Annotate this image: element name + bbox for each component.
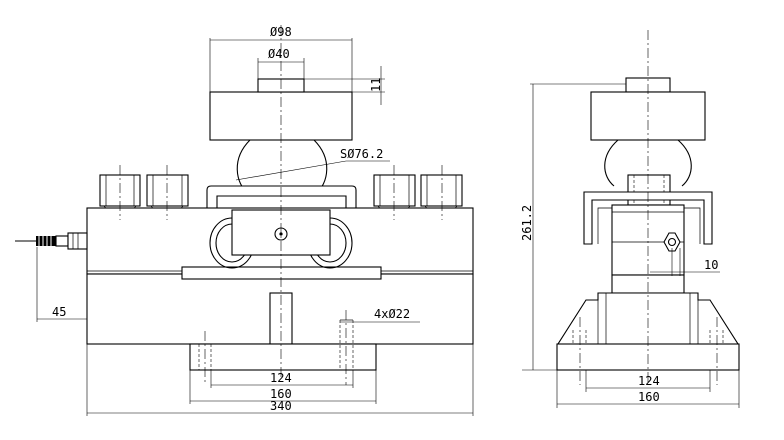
dim-top-pin-diameter: Ø40 [268,47,290,61]
side-sphere-left [604,139,619,187]
dim-top-pin-height: 11 [369,78,383,92]
dim-holes: 4xØ22 [374,307,410,321]
dim-overall-length: 340 [270,399,292,413]
dim-hole-pitch-front: 124 [270,371,292,385]
dim-base-width-front: 160 [270,387,292,401]
dim-sphere-radius: SØ76.2 [340,147,383,161]
dim-base-width-side: 160 [638,390,660,404]
side-sphere-right [677,139,692,187]
side-yoke [583,191,713,245]
dim-top-cap-diameter: Ø98 [270,25,292,39]
front-bolt-heads-left [99,174,189,214]
side-hex-nut [663,232,681,252]
cable-connector [15,232,88,250]
front-yoke [206,185,357,211]
side-view: 261.2 10 124 160 [520,30,740,408]
front-bolt-heads-right [373,174,463,214]
front-base-plate [189,343,377,371]
dim-bolt-offset: 10 [704,258,718,272]
dim-cable-offset: 45 [52,305,66,319]
front-view: Ø98 Ø40 11 SØ76.2 45 4xØ22 124 160 [15,25,474,416]
dim-overall-height: 261.2 [520,205,534,241]
dim-hole-pitch-side: 124 [638,374,660,388]
front-middle-plate [181,266,382,280]
